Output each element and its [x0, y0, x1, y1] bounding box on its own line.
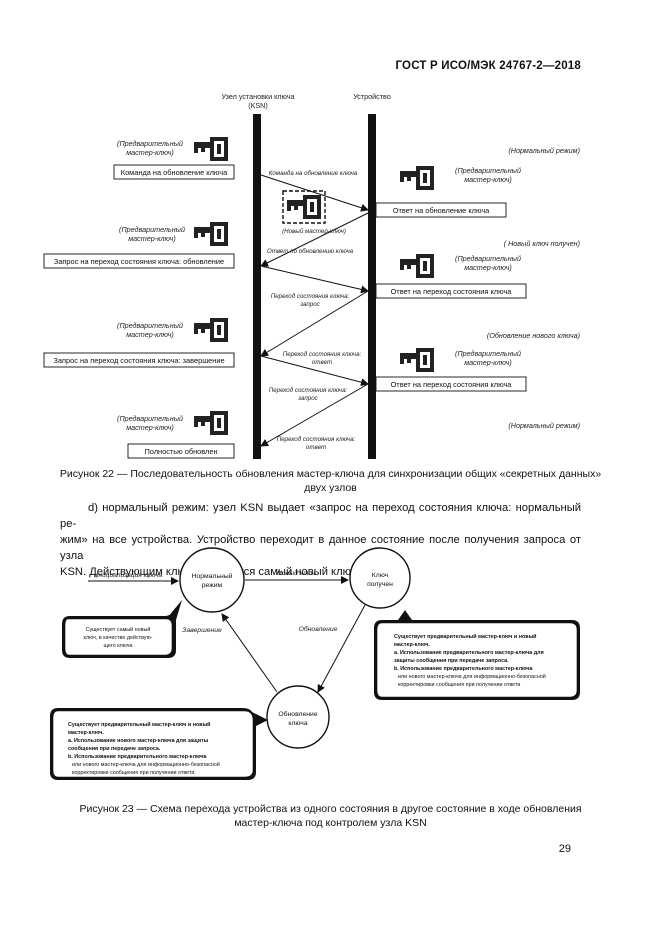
svg-text:сообщения при передаче запроса: сообщения при передаче запроса. — [68, 745, 161, 752]
svg-text:мастер-ключ): мастер-ключ) — [464, 263, 512, 272]
arrow-label-3b: запрос — [299, 301, 320, 308]
state-updating — [266, 685, 330, 749]
figure-23-state-diagram: Инициализация ключа Нормальный режим Клю… — [50, 547, 580, 780]
key-group-4: (Предварительный мастер-ключ) — [117, 411, 228, 435]
arrow-label-4b: ответ — [312, 359, 332, 366]
device-key-2: (Предварительный мастер-ключ) — [400, 254, 521, 278]
note-right: Существует предварительный мастер-ключ и… — [394, 633, 546, 688]
arrow-label-6a: Переход состояния ключа: — [277, 436, 356, 443]
arrow-label-6b: ответ — [306, 444, 326, 451]
svg-text:(Предварительный: (Предварительный — [119, 225, 185, 234]
device-lifeline — [368, 114, 376, 459]
device-column-title: Устройство — [353, 92, 391, 101]
page-number: 29 — [558, 843, 571, 855]
arrow-label-1: Команда на обновление ключа — [269, 170, 358, 177]
arrow-label-2: Ответ по обновлению ключа — [267, 248, 354, 255]
svg-text:Существует предварительный мас: Существует предварительный мастер-ключ и… — [394, 633, 536, 640]
svg-text:Нормальный: Нормальный — [192, 572, 233, 580]
ksn-column-title: Узел установки ключа — [222, 92, 295, 101]
svg-text:мастер-ключ): мастер-ключ) — [128, 234, 176, 243]
svg-text:или нового мастер-ключа для ин: или нового мастер-ключа для информационн… — [72, 761, 220, 768]
key-icon — [194, 222, 228, 246]
key-icon — [287, 195, 321, 219]
figure-23-caption: Рисунок 23 — Схема перехода устройства и… — [79, 803, 582, 829]
arrow-label-4a: Переход состояния ключа: — [283, 351, 362, 358]
left-box-1: Команда на обновление ключа — [121, 168, 228, 177]
svg-text:(Предварительный: (Предварительный — [117, 414, 183, 423]
right-box-2: Ответ на переход состояния ключа — [391, 287, 513, 296]
note-left-line3: щего ключа — [103, 643, 132, 649]
init-arrow-label: Инициализация ключа — [94, 572, 163, 579]
key-icon — [400, 254, 434, 278]
svg-text:мастер-ключ): мастер-ключ) — [126, 148, 174, 157]
svg-text:a. Использование нового мастер: a. Использование нового мастер-ключа для… — [68, 738, 209, 744]
mode-label-1: (Нормальный режим) — [508, 146, 580, 155]
key-icon — [400, 166, 434, 190]
note-bottom: Существует предварительный мастер-ключ и… — [68, 721, 220, 776]
edge-complete-label: Завершение — [182, 627, 222, 634]
note-left-line1: Существует самый новый — [86, 626, 151, 633]
svg-text:мастер-ключ): мастер-ключ) — [464, 175, 512, 184]
arrow-label-5b: запрос — [297, 395, 318, 402]
key-icon — [400, 348, 434, 372]
key-group-1: (Предварительный мастер-ключ) — [117, 137, 228, 161]
edge-update-label: Обновление — [299, 625, 338, 633]
mode-label-4: (Нормальный режим) — [508, 421, 580, 430]
svg-text:(Предварительный: (Предварительный — [455, 254, 521, 263]
state-key-received — [349, 547, 411, 609]
svg-text:корректировки сообщения при по: корректировки сообщения при получении от… — [398, 682, 520, 688]
left-box-2: Запрос на переход состояния ключа: обнов… — [54, 257, 224, 266]
svg-text:или нового мастер-ключа для ин: или нового мастер-ключа для информационн… — [398, 673, 546, 680]
svg-text:мастер-ключ): мастер-ключ) — [464, 358, 512, 367]
svg-text:мастер-ключ): мастер-ключ) — [126, 423, 174, 432]
ksn-column-title-abbr: (KSN) — [248, 101, 268, 110]
svg-text:режим: режим — [202, 582, 223, 589]
state-normal — [179, 547, 245, 613]
svg-text:(Предварительный: (Предварительный — [117, 139, 183, 148]
svg-text:Обновление: Обновление — [278, 710, 317, 718]
figure-22-sequence-diagram: Узел установки ключа (KSN) Устройство (П… — [43, 92, 580, 459]
left-box-4: Полностью обновлен — [144, 447, 217, 456]
mode-label-2: ( Новый ключ получен) — [504, 239, 580, 248]
svg-text:(Предварительный: (Предварительный — [455, 166, 521, 175]
svg-text:мастер-ключ.: мастер-ключ. — [394, 642, 430, 648]
svg-text:Существует предварительный мас: Существует предварительный мастер-ключ и… — [68, 721, 210, 728]
svg-text:получен: получен — [367, 581, 393, 588]
svg-text:b. Использование предварительн: b. Использование предварительного мастер… — [68, 754, 208, 760]
mode-label-3: (Обновление нового ключа) — [487, 331, 580, 340]
svg-text:мастер-ключ.: мастер-ключ. — [68, 730, 104, 736]
left-box-3: Запрос на переход состояния ключа: завер… — [53, 356, 224, 365]
ksn-lifeline — [253, 114, 261, 459]
document-header: ГОСТ Р ИСО/МЭК 24767-2—2018 — [395, 60, 581, 72]
svg-text:(Предварительный: (Предварительный — [455, 349, 521, 358]
arrow-label-5a: Переход состояния ключа: — [269, 387, 348, 394]
new-key-dashed-box — [282, 190, 326, 224]
svg-text:(Предварительный: (Предварительный — [117, 321, 183, 330]
svg-text:Ключ: Ключ — [372, 572, 389, 579]
svg-text:a. Использование предварительн: a. Использование предварительного мастер… — [394, 650, 544, 656]
right-box-1: Ответ на обновление ключа — [393, 206, 490, 215]
key-group-2: (Предварительный мастер-ключ) — [119, 222, 228, 246]
svg-text:b. Использование предварительн: b. Использование предварительного мастер… — [394, 666, 534, 672]
svg-text:защиты сообщения при передаче: защиты сообщения при передаче запроса. — [394, 657, 509, 664]
note-left-line2: ключ, в качестве действую- — [84, 634, 153, 641]
right-box-3: Ответ на переход состояния ключа — [391, 380, 513, 389]
svg-text:корректировки сообщения при по: корректировки сообщения при получении от… — [72, 770, 194, 776]
figure-22-caption: Рисунок 22 — Последовательность обновлен… — [59, 468, 602, 494]
arrow-label-3a: Переход состояния ключа: — [271, 293, 350, 300]
svg-text:ключа: ключа — [288, 720, 308, 727]
key-icon — [194, 411, 228, 435]
key-icon — [194, 137, 228, 161]
key-group-3: (Предварительный мастер-ключ) — [117, 318, 228, 342]
edge-new-key-label: Новый ключ — [277, 569, 316, 577]
device-key-1: (Предварительный мастер-ключ) — [400, 166, 521, 190]
device-key-3: (Предварительный мастер-ключ) — [400, 348, 521, 372]
new-key-label: (Новый мастер-ключ) — [282, 228, 346, 235]
svg-text:мастер-ключ): мастер-ключ) — [126, 330, 174, 339]
key-icon — [194, 318, 228, 342]
